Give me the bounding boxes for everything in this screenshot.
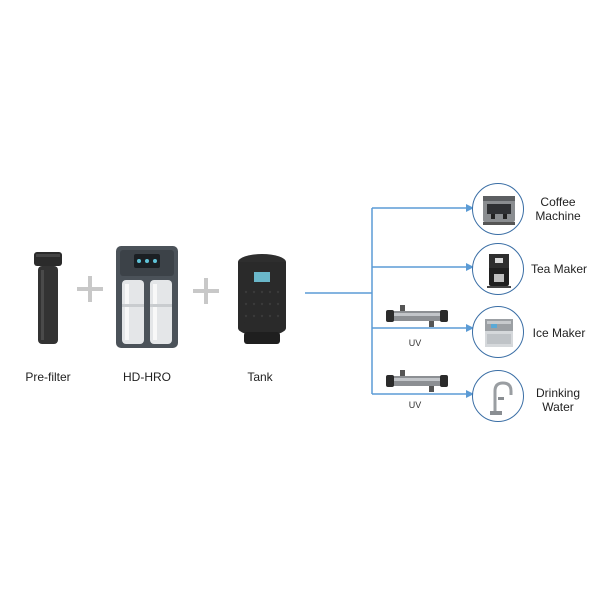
coffee-machine-label: Coffee Machine	[535, 195, 581, 223]
ice-maker-circle	[472, 306, 524, 358]
hdhro-icon	[116, 246, 178, 348]
coffee-machine-icon	[483, 196, 515, 225]
tea-maker-label: Tea Maker	[530, 262, 588, 276]
uv-lamp-icon-2	[386, 370, 448, 392]
ice-maker-icon	[485, 319, 513, 347]
uv-lamp-icon-1	[386, 305, 448, 327]
tea-maker-icon	[487, 254, 511, 288]
plus-icon-1	[77, 276, 103, 302]
tea-maker-circle	[472, 243, 524, 295]
faucet-icon	[490, 381, 513, 415]
uv-label-1: UV	[408, 338, 422, 348]
arrow-drinking	[466, 390, 474, 398]
arrow-coffee	[466, 204, 474, 212]
drinking-water-circle	[472, 370, 524, 422]
coffee-machine-circle	[472, 183, 524, 235]
prefilter-label: Pre-filter	[25, 370, 71, 384]
prefilter-icon	[34, 252, 62, 344]
drinking-water-label: Drinking Water	[535, 386, 580, 414]
tank-icon	[238, 254, 286, 344]
arrow-ice	[466, 324, 474, 332]
tank-label: Tank	[247, 370, 273, 384]
arrow-tea	[466, 263, 474, 271]
uv-label-2: UV	[408, 400, 422, 410]
ice-maker-label: Ice Maker	[532, 326, 586, 340]
plus-icon-2	[193, 278, 219, 304]
hdhro-label: HD-HRO	[123, 370, 171, 384]
